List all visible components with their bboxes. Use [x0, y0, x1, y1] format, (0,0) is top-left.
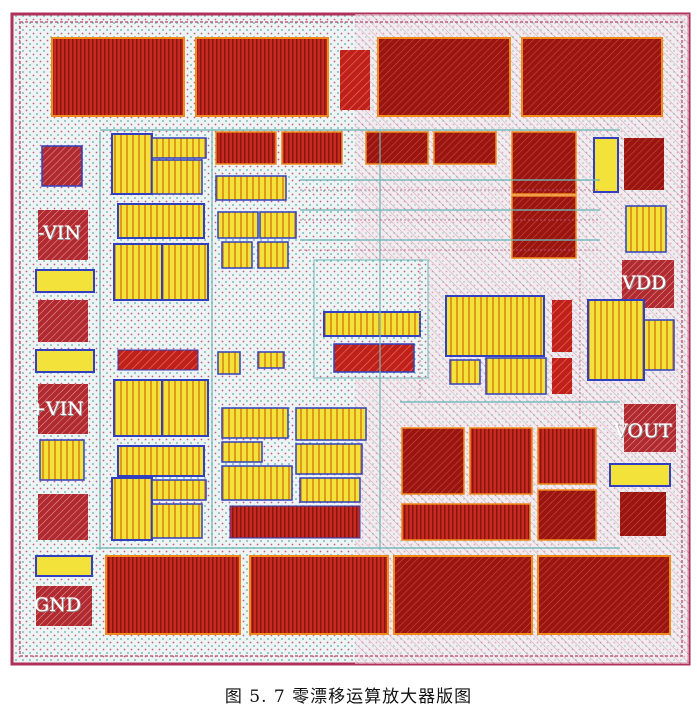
pad-plus-vin	[38, 384, 88, 434]
top-connector	[340, 50, 370, 110]
top-bank-3	[377, 37, 511, 117]
top-bank-4	[521, 37, 663, 117]
pad-minus-vin	[38, 210, 88, 260]
pin-label-minus-vin: -VIN	[38, 222, 81, 244]
pin-label-gnd: GND	[34, 594, 82, 616]
pad-gnd	[36, 586, 92, 626]
pin-label-plus-vin: +VIN	[30, 398, 84, 420]
top-bank-1	[51, 37, 185, 117]
pin-label-vout: VOUT	[614, 420, 672, 442]
figure-caption: 图 5. 7 零漂移运算放大器版图	[224, 687, 473, 707]
pin-label-vdd: VDD	[622, 272, 667, 294]
top-bank-2	[195, 37, 329, 117]
pad-top-left	[41, 145, 83, 187]
pad-vout	[624, 404, 676, 452]
chip-layout-diagram	[10, 12, 691, 666]
